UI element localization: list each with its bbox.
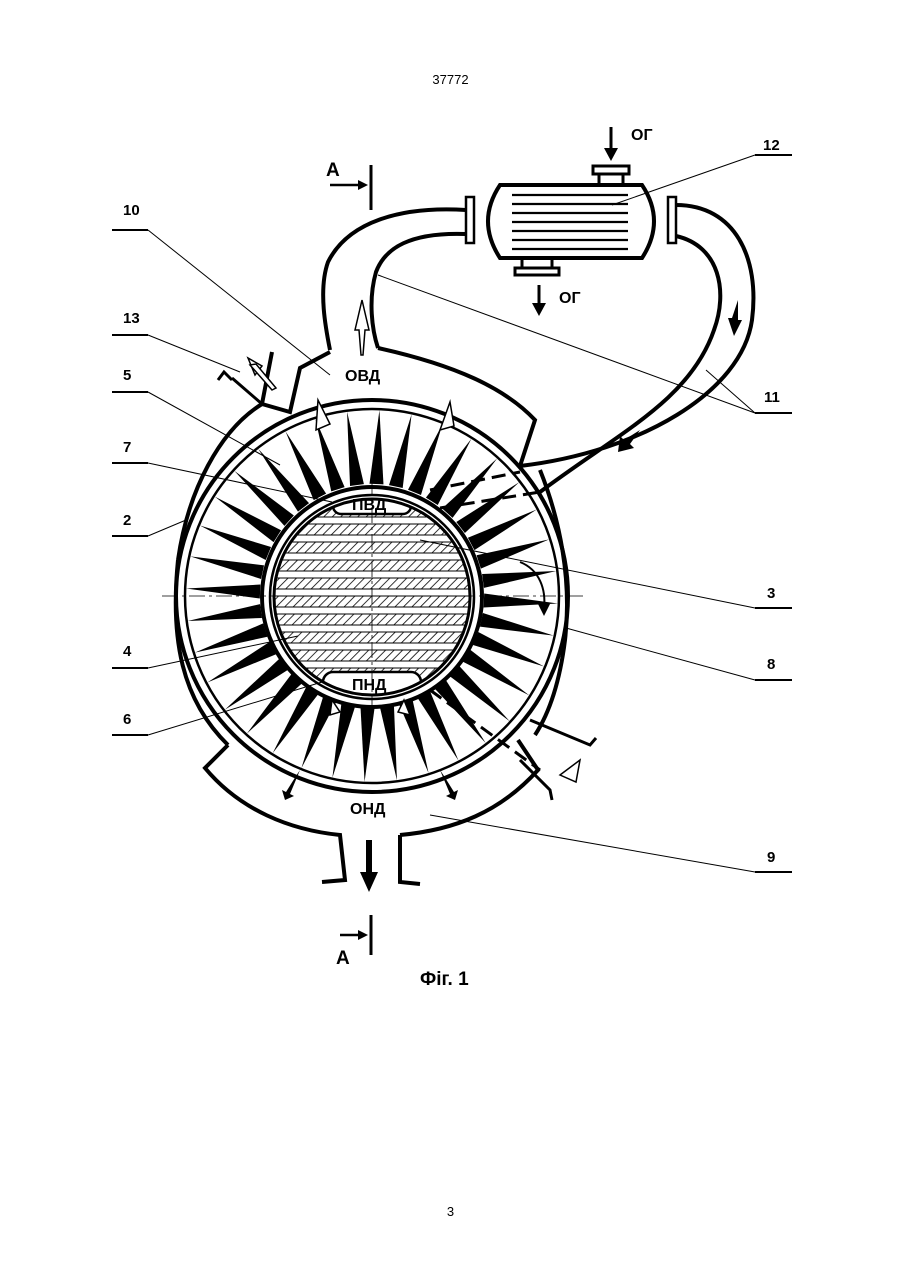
blade xyxy=(369,410,383,484)
exhaust-gas-out-arrow xyxy=(532,285,546,316)
zone-label-ovd: ОВД xyxy=(345,368,381,385)
zone-label-ond: ОНД xyxy=(350,801,386,818)
blade xyxy=(188,604,262,621)
blade xyxy=(389,414,412,488)
blade xyxy=(315,419,344,492)
ref-label-11: 11 xyxy=(764,389,780,406)
blade xyxy=(380,706,397,780)
ref-label-2: 2 xyxy=(123,512,131,529)
zone-label-pnd: ПНД xyxy=(352,677,387,694)
section-mark-bottom: А xyxy=(336,915,371,969)
ref-label-3: 3 xyxy=(767,585,775,602)
ref-label-6: 6 xyxy=(123,711,131,728)
ref-label-5: 5 xyxy=(123,367,131,384)
ref-label-4: 4 xyxy=(123,643,132,660)
ref-label-10: 10 xyxy=(123,202,140,219)
svg-text:А: А xyxy=(326,160,340,181)
ref-label-9: 9 xyxy=(767,849,775,866)
blade xyxy=(361,708,375,782)
svg-text:А: А xyxy=(336,948,350,969)
exhaust-gas-in-arrow xyxy=(604,127,618,161)
section-mark-top: А xyxy=(326,160,371,210)
ref-label-12: 12 xyxy=(763,137,780,154)
blade xyxy=(347,412,364,486)
zone-label-pvd: ПВД xyxy=(352,497,387,514)
ref-label-8: 8 xyxy=(767,656,775,673)
blade xyxy=(482,571,556,588)
ref-label-7: 7 xyxy=(123,439,131,456)
blade xyxy=(332,704,355,778)
blade xyxy=(186,585,260,599)
rotation-arrow xyxy=(520,562,550,616)
heat-exchanger-12 xyxy=(466,166,676,275)
exhaust-gas-in-label: ОГ xyxy=(631,127,653,144)
exhaust-gas-out-label: ОГ xyxy=(559,290,581,307)
blade xyxy=(480,613,554,636)
ref-label-13: 13 xyxy=(123,310,140,327)
page-number: 3 xyxy=(0,1204,901,1219)
blade xyxy=(195,623,268,652)
figure-caption: Фіг. 1 xyxy=(420,969,469,990)
blade xyxy=(190,556,264,579)
